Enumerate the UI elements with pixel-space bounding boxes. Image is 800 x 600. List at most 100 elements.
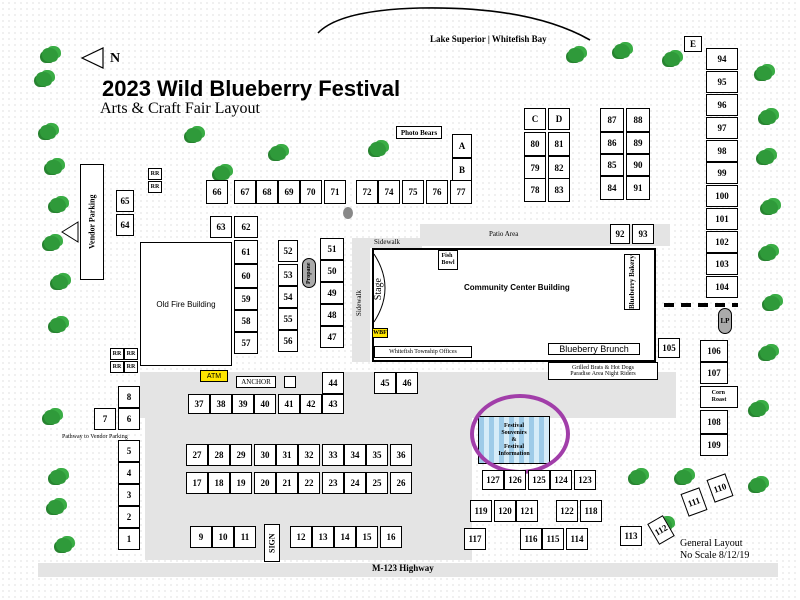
booth-61: 61	[234, 240, 258, 264]
tree-icon	[56, 538, 72, 552]
booth-93: 93	[632, 224, 654, 244]
tree-icon	[50, 198, 66, 212]
booth-39: 39	[232, 394, 254, 414]
fish-bowl: Fish Bowl	[438, 250, 458, 270]
blueberry-brunch: Blueberry Brunch	[548, 343, 640, 355]
booth-92: 92	[610, 224, 630, 244]
booth-114: 114	[566, 528, 588, 550]
booth-d: D	[548, 108, 570, 130]
parking-lot-mid	[418, 410, 472, 560]
booth-20: 20	[254, 472, 276, 494]
north-label: N	[110, 51, 121, 66]
booth-118: 119	[470, 500, 492, 522]
booth-122: 118	[580, 500, 602, 522]
booth-84: 84	[600, 176, 624, 200]
sidewalk-vertical-label: Sidewalk	[355, 290, 363, 317]
booth-75: 75	[402, 180, 424, 204]
booth-40: 40	[254, 394, 276, 414]
booth-78: 78	[524, 178, 546, 202]
booth-5: 5	[118, 440, 140, 462]
restroom: RR	[124, 361, 138, 373]
booth-86: 86	[600, 132, 624, 154]
sign: SIGN	[264, 524, 280, 562]
booth-32: 32	[298, 444, 320, 466]
booth-125: 125	[528, 470, 550, 490]
booth-34: 34	[344, 444, 366, 466]
booth-43: 43	[322, 394, 344, 414]
booth-83: 83	[548, 178, 570, 202]
tree-icon	[44, 410, 60, 424]
booth-101: 101	[706, 208, 738, 230]
booth-77: 77	[450, 180, 472, 204]
booth-64: 64	[116, 214, 134, 236]
lake-label: Lake Superior | Whitefish Bay	[430, 34, 547, 44]
booth-50: 50	[320, 260, 344, 282]
booth-106: 106	[700, 340, 728, 362]
page-title: 2023 Wild Blueberry Festival	[102, 76, 401, 101]
propane-tank: Propane	[302, 258, 316, 288]
whitefish-offices: Whitefish Township Offices	[374, 346, 472, 358]
booth-104: 104	[706, 276, 738, 298]
booth-37: 37	[188, 394, 210, 414]
community-center-label: Community Center Building	[464, 283, 570, 292]
booth-79: 79	[524, 156, 546, 180]
tree-icon	[44, 236, 60, 250]
highlight-circle	[470, 394, 570, 474]
booth-60: 60	[234, 264, 258, 288]
booth-13: 13	[312, 526, 334, 548]
tree-icon	[46, 160, 62, 174]
tree-icon	[214, 166, 230, 180]
tree-icon	[750, 478, 766, 492]
booth-97: 97	[706, 117, 738, 139]
patio-label: Patio Area	[489, 230, 519, 238]
restroom: RR	[148, 168, 162, 180]
booth-115: 115	[542, 528, 564, 550]
tree-icon	[270, 146, 286, 160]
booth-12: 12	[290, 526, 312, 548]
tree-icon	[762, 200, 778, 214]
booth-95: 95	[706, 71, 738, 93]
booth-109: 109	[700, 434, 728, 456]
booth-59: 59	[234, 288, 258, 310]
booth-10: 10	[212, 526, 234, 548]
booth-74: 74	[378, 180, 400, 204]
booth-76: 76	[426, 180, 448, 204]
booth-4: 4	[118, 462, 140, 484]
booth-b: B	[452, 158, 472, 182]
tree-icon	[764, 296, 780, 310]
booth-11: 11	[234, 526, 256, 548]
stage-arc	[373, 253, 386, 323]
booth-91: 91	[626, 176, 650, 200]
tree-icon	[568, 48, 584, 62]
booth-120: 121	[516, 500, 538, 522]
booth-98: 98	[706, 140, 738, 162]
booth-117: 117	[464, 528, 486, 550]
booth-30: 30	[254, 444, 276, 466]
booth-99: 99	[706, 162, 738, 184]
booth-2: 2	[118, 506, 140, 528]
booth-45: 45	[374, 372, 396, 394]
booth-e: E	[684, 36, 702, 52]
booth-c: C	[524, 108, 546, 130]
tree-icon	[750, 402, 766, 416]
booth-72: 72	[356, 180, 378, 204]
pathway-label: Pathway to Vendor Parking	[62, 434, 128, 440]
booth-14: 14	[334, 526, 356, 548]
booth-6: 6	[118, 408, 140, 430]
booth-103: 103	[706, 253, 738, 275]
patio-area	[420, 224, 670, 246]
booth-41: 41	[278, 394, 300, 414]
booth-7: 7	[94, 408, 116, 430]
booth-1: 1	[118, 528, 140, 550]
pathway-arrow-icon	[61, 221, 79, 243]
old-fire-building: Old Fire Building	[140, 242, 232, 366]
booth-66: 66	[206, 180, 228, 204]
booth-46: 46	[396, 372, 418, 394]
booth-27: 27	[186, 444, 208, 466]
booth-58: 58	[234, 310, 258, 332]
booth-25: 25	[366, 472, 388, 494]
wbf-booth: WBF	[372, 328, 388, 338]
restroom: RR	[148, 181, 162, 193]
booth-69: 69	[278, 180, 300, 204]
booth-82: 82	[548, 156, 570, 180]
